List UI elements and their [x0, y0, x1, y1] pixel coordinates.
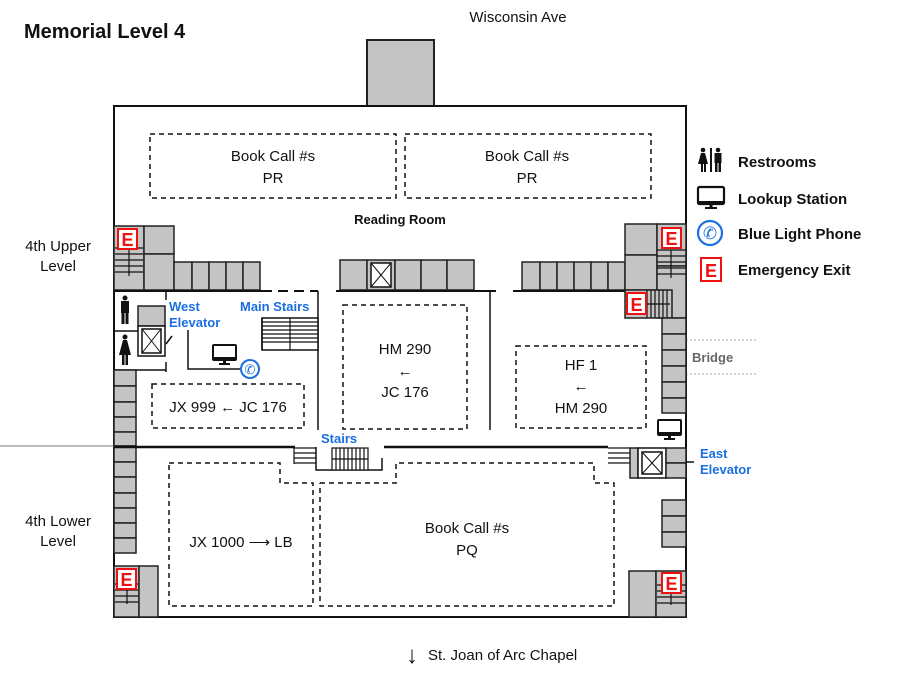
legend-item-exit: E Emergency Exit — [700, 257, 851, 282]
zone-jx-lb — [168, 462, 314, 607]
zone-hf-hm-line3: HM 290 — [555, 400, 608, 417]
zone-pr-left-line2: PR — [263, 170, 284, 187]
legend-label-lookup: Lookup Station — [738, 191, 847, 208]
zone-jx-jc-text: JX 999 ← JC 176 — [169, 399, 287, 416]
central-stairs — [293, 447, 383, 471]
exit-icon: E — [700, 257, 722, 282]
east-elevator-label-1: East — [700, 446, 728, 461]
zone-pr-right-line2: PR — [517, 170, 538, 187]
restroom-icon — [698, 147, 722, 172]
restroom-men-icon — [121, 295, 129, 324]
svg-text:E: E — [665, 574, 677, 594]
zone-hf-hm-line1: HF 1 — [565, 357, 598, 374]
west-elevator-label-1: West — [169, 299, 200, 314]
legend: Restrooms Lookup Station ✆ Blue Light Ph… — [696, 147, 861, 282]
upper-level-label-1: 4th Upper — [25, 238, 91, 255]
svg-text:E: E — [630, 295, 642, 315]
legend-label-restrooms: Restrooms — [738, 154, 816, 171]
zone-pr-right-line1: Book Call #s — [485, 148, 569, 165]
north-entrance — [366, 39, 435, 107]
zone-pr-left — [149, 133, 397, 199]
blue-light-phone-icon-west: ✆ — [240, 359, 260, 379]
south-arrow-icon: ↓ — [406, 642, 418, 669]
zone-hm-jc-line3: JC 176 — [381, 384, 429, 401]
lower-level-label-1: 4th Lower — [25, 513, 91, 530]
legend-label-phone: Blue Light Phone — [738, 226, 861, 243]
svg-text:E: E — [121, 230, 133, 250]
stairs-label: Stairs — [321, 431, 357, 446]
legend-label-exit: Emergency Exit — [738, 262, 851, 279]
main-stairs-label: Main Stairs — [240, 299, 309, 314]
svg-text:E: E — [705, 261, 717, 281]
nw-stair-core — [113, 225, 261, 291]
reading-room-label: Reading Room — [354, 212, 446, 227]
exit-icon-se: E — [661, 572, 682, 594]
lower-level-label-2: Level — [40, 533, 76, 550]
exit-icon-nw: E — [117, 228, 138, 250]
monitor-icon — [696, 185, 726, 209]
exit-icon-ne-inner: E — [626, 292, 647, 315]
wall-lookup-area — [187, 330, 240, 370]
exit-icon-ne: E — [661, 227, 682, 249]
zone-pq-line2: PQ — [456, 542, 478, 559]
svg-text:✆: ✆ — [245, 363, 256, 378]
zone-hm-jc — [342, 304, 468, 430]
legend-item-lookup: Lookup Station — [696, 185, 847, 209]
east-wall-stacks — [661, 317, 687, 414]
svg-text:E: E — [665, 229, 677, 249]
upper-level-label-2: Level — [40, 258, 76, 275]
zone-pq-line1: Book Call #s — [425, 520, 509, 537]
zone-pr-right — [404, 133, 652, 199]
zone-jx-jc — [151, 383, 305, 429]
bridge-label: Bridge — [692, 350, 733, 365]
zone-jx-lb-text: JX 1000 ⟶ LB — [189, 534, 292, 551]
zone-hf-hm-line2: ← — [574, 378, 589, 395]
svg-text:E: E — [120, 570, 132, 590]
legend-item-restrooms: Restrooms — [698, 147, 816, 172]
zone-pq — [319, 462, 615, 607]
building-outline — [113, 105, 687, 618]
zone-hm-jc-line2: ← — [398, 363, 413, 380]
west-elevator-label-2: Elevator — [169, 315, 220, 330]
zone-pr-left-line1: Book Call #s — [231, 148, 315, 165]
main-stairs — [261, 317, 319, 351]
zone-hm-jc-line1: HM 290 — [379, 341, 432, 358]
street-label: Wisconsin Ave — [469, 9, 566, 26]
east-elevator — [608, 447, 694, 479]
east-lower-stacks — [661, 499, 687, 548]
lookup-station-icon-west — [212, 344, 237, 365]
restroom-women-icon — [119, 334, 131, 365]
svg-text:✆: ✆ — [703, 224, 717, 244]
center-stacks — [339, 259, 475, 291]
lookup-station-icon-east — [657, 419, 682, 440]
zone-hf-hm — [515, 345, 647, 429]
south-label: St. Joan of Arc Chapel — [428, 647, 577, 664]
west-elevator — [137, 305, 173, 357]
exit-icon-sw: E — [116, 568, 137, 590]
legend-item-phone: ✆ Blue Light Phone — [696, 219, 861, 247]
map-title: Memorial Level 4 — [24, 21, 186, 43]
phone-icon: ✆ — [696, 219, 724, 247]
west-wall-stacks — [113, 369, 137, 554]
east-elevator-label-2: Elevator — [700, 462, 751, 477]
